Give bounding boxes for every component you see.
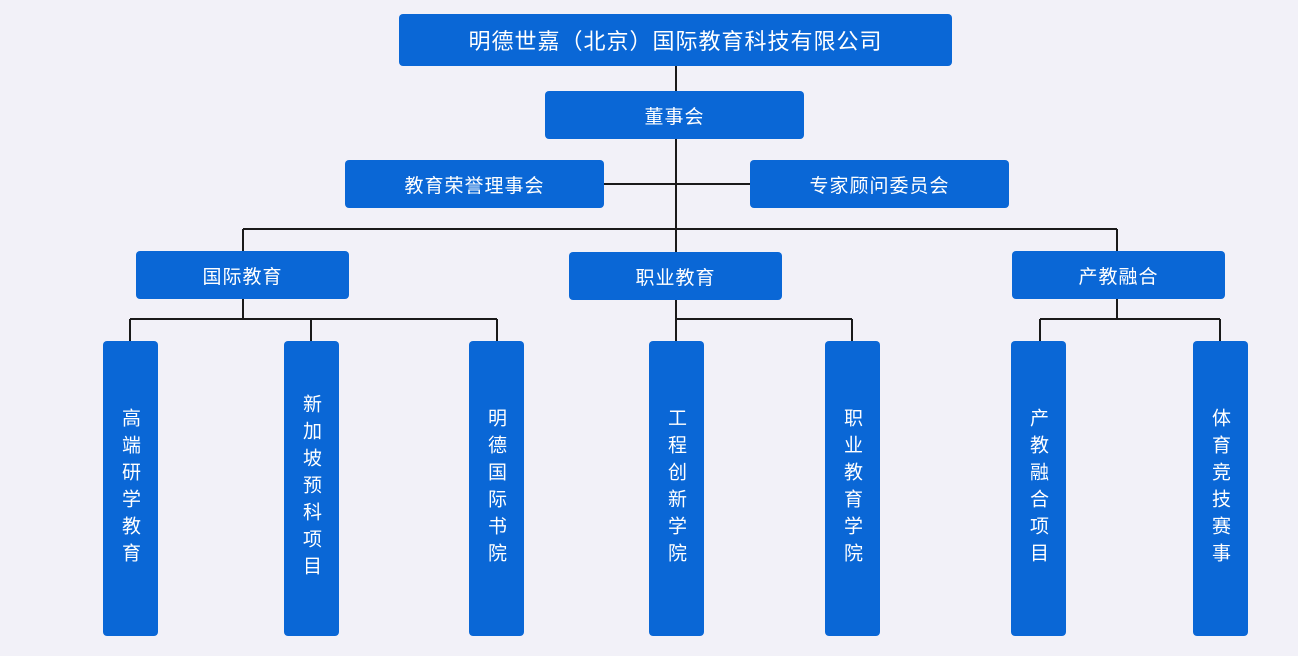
unit-node: 体育竞技赛事	[1193, 341, 1248, 636]
division-international-node: 国际教育	[136, 251, 349, 299]
division-industry-node: 产教融合	[1012, 251, 1225, 299]
unit-node: 高端研学教育	[103, 341, 158, 636]
unit-node: 新加坡预科项目	[284, 341, 339, 636]
unit-node: 职业教育学院	[825, 341, 880, 636]
company-node: 明德世嘉（北京）国际教育科技有限公司	[399, 14, 952, 66]
unit-node: 产教融合项目	[1011, 341, 1066, 636]
expert-committee-node: 专家顾问委员会	[750, 160, 1009, 208]
division-vocational-node: 职业教育	[569, 252, 782, 300]
honor-council-node: 教育荣誉理事会	[345, 160, 604, 208]
unit-node: 明德国际书院	[469, 341, 524, 636]
board-node: 董事会	[545, 91, 804, 139]
unit-node: 工程创新学院	[649, 341, 704, 636]
